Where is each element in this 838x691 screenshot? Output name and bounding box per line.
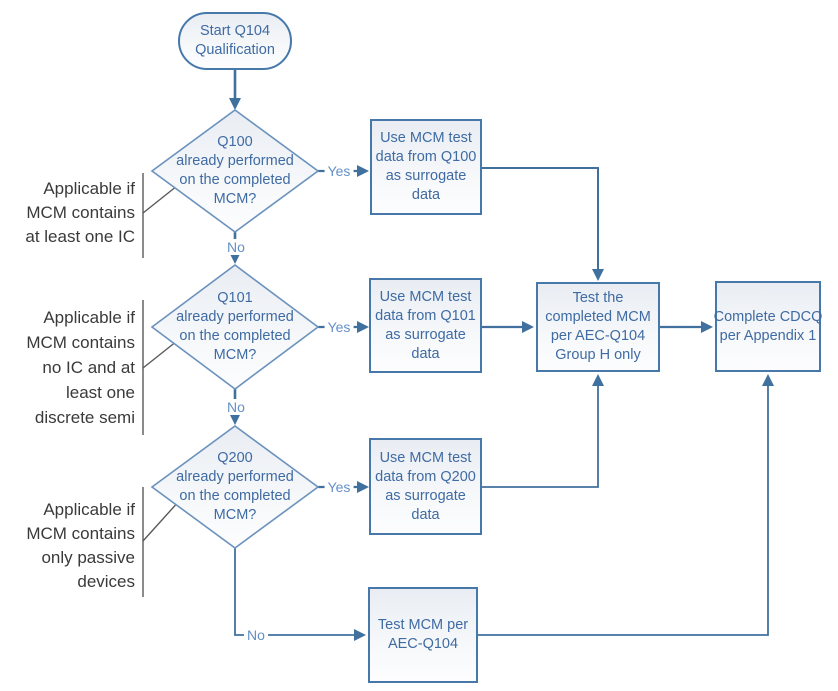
decision-q100-shape <box>150 109 320 233</box>
edge-q100box-to-grouph <box>482 167 599 271</box>
arrowhead-q100-yes <box>357 165 369 177</box>
edge-label-q101-no: No <box>224 399 248 415</box>
edge-testmcm-to-cdcq <box>478 384 769 636</box>
arrowhead-q200-no <box>354 629 366 641</box>
arrowhead-grouph-to-cdcq <box>701 321 713 333</box>
edge-q200-no <box>234 548 355 636</box>
decision-q200-shape <box>150 425 320 549</box>
arrowhead-testmcm-to-cdcq <box>762 374 774 386</box>
arrowhead-start-to-q100 <box>229 98 241 110</box>
edge-q200box-to-grouph <box>482 384 599 488</box>
arrowhead-q100box-to-grouph <box>592 269 604 281</box>
edge-label-q100-yes: Yes <box>324 163 354 179</box>
arrowhead-q200-yes <box>357 481 369 493</box>
callout-diagonal-passive <box>142 499 181 542</box>
arrowhead-q101-yes <box>357 321 369 333</box>
edge-label-q200-yes: Yes <box>324 479 354 495</box>
arrowhead-q200box-to-grouph <box>592 374 604 386</box>
arrowhead-q101box-to-grouph <box>522 321 534 333</box>
edge-label-q200-no: No <box>244 627 268 643</box>
edge-label-q101-yes: Yes <box>324 319 354 335</box>
arrowhead-q100-no <box>229 252 241 264</box>
arrowhead-q101-no <box>229 413 241 425</box>
edge-label-q100-no: No <box>224 239 248 255</box>
decision-q101-shape <box>150 264 320 390</box>
